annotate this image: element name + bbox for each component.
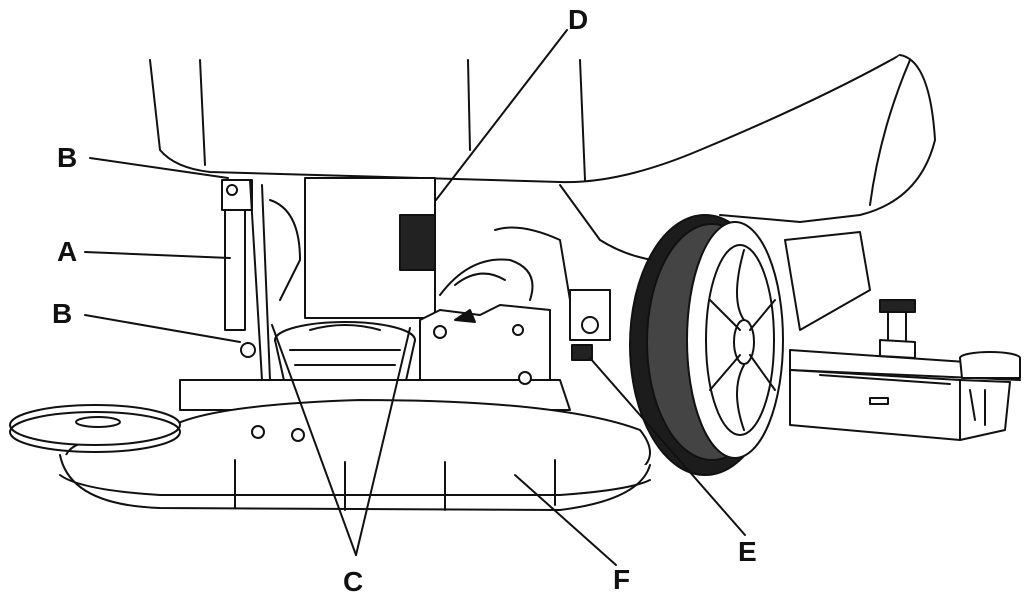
callout-b-bottom: B	[52, 298, 73, 329]
callout-b-top: B	[57, 142, 78, 173]
brush-motor	[274, 177, 436, 386]
brush-deck	[59, 371, 651, 511]
side-disc	[9, 404, 181, 453]
callout-d: D	[568, 4, 589, 35]
callout-a: A	[57, 236, 78, 267]
callout-c: C	[343, 566, 364, 597]
callout-f: F	[613, 564, 631, 595]
mounting-bracket	[419, 226, 611, 391]
leader-lines	[84, 29, 746, 566]
lift-actuator	[221, 179, 301, 381]
callout-e: E	[738, 536, 757, 567]
squeegee-assembly	[784, 231, 1021, 441]
drive-wheel	[629, 214, 784, 476]
tank-housing	[149, 54, 936, 264]
